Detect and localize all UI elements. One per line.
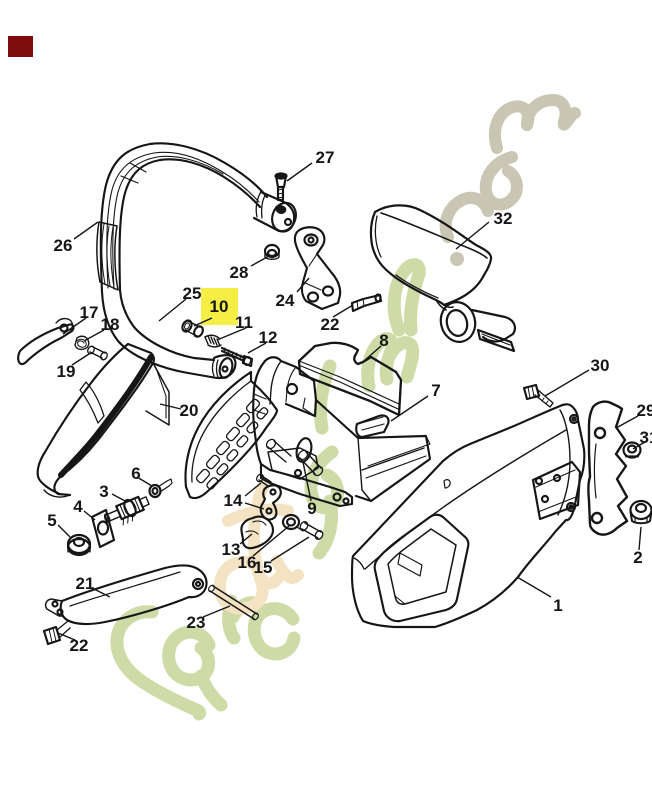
svg-text:16: 16: [238, 553, 257, 572]
svg-text:18: 18: [101, 315, 120, 334]
svg-text:12: 12: [259, 328, 278, 347]
svg-text:31: 31: [640, 428, 652, 447]
svg-text:24: 24: [276, 291, 295, 310]
svg-text:4: 4: [73, 497, 83, 516]
svg-text:26: 26: [54, 236, 73, 255]
svg-text:1: 1: [553, 596, 562, 615]
svg-text:14: 14: [224, 491, 243, 510]
svg-text:20: 20: [180, 401, 199, 420]
svg-text:6: 6: [131, 464, 140, 483]
svg-text:22: 22: [70, 636, 89, 655]
svg-text:9: 9: [307, 499, 316, 518]
svg-text:19: 19: [57, 362, 76, 381]
svg-text:23: 23: [187, 613, 206, 632]
svg-text:17: 17: [80, 303, 99, 322]
svg-text:10: 10: [210, 297, 229, 316]
svg-text:29: 29: [637, 401, 652, 420]
svg-text:8: 8: [379, 331, 388, 350]
svg-text:27: 27: [316, 148, 335, 167]
svg-text:32: 32: [494, 209, 513, 228]
svg-text:7: 7: [431, 381, 440, 400]
svg-text:21: 21: [76, 574, 95, 593]
svg-text:11: 11: [235, 313, 253, 332]
svg-text:13: 13: [222, 540, 241, 559]
svg-text:30: 30: [591, 356, 610, 375]
svg-text:28: 28: [230, 263, 249, 282]
svg-text:3: 3: [99, 482, 108, 501]
svg-text:5: 5: [47, 511, 56, 530]
svg-text:25: 25: [183, 284, 202, 303]
svg-text:22: 22: [321, 315, 340, 334]
svg-text:2: 2: [633, 548, 642, 567]
svg-text:15: 15: [254, 558, 273, 577]
